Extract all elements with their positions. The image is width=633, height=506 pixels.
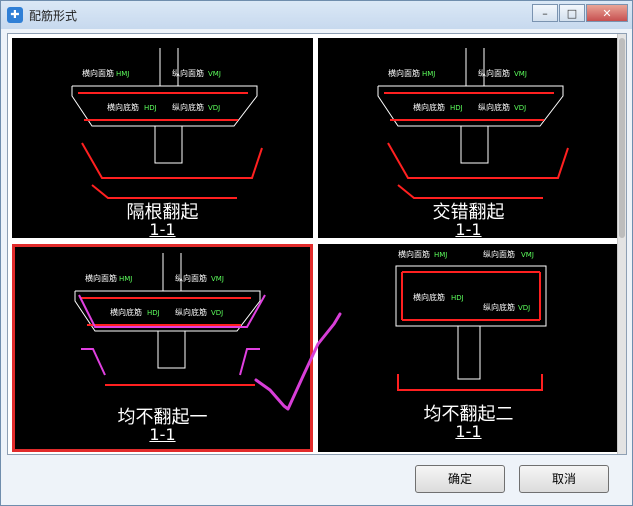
label-h-bot: 横向底筋 [413, 102, 445, 112]
label-h-top: 横向面筋 [82, 68, 114, 78]
ok-button[interactable]: 确定 [415, 465, 505, 493]
cancel-button[interactable]: 取消 [519, 465, 609, 493]
option-panel-1[interactable]: 横向面筋 纵向面筋 横向底筋 纵向底筋 HMJ VMJ HDJ VDJ 隔根翻起… [12, 38, 313, 239]
rebar-diagram-3: 横向面筋 纵向面筋 横向底筋 纵向底筋 HMJ VMJ HDJ VDJ [74, 253, 266, 386]
maximize-button[interactable]: □ [559, 4, 585, 22]
code-hmj: HMJ [434, 251, 447, 259]
code-vdj: VDJ [518, 304, 530, 312]
rebar-diagram-2: 横向面筋 纵向面筋 横向底筋 纵向底筋 HMJ VMJ HDJ VDJ [377, 48, 569, 199]
code-vmj: VMJ [521, 251, 534, 259]
label-v-bot: 纵向底筋 [478, 102, 510, 112]
section-label: 1-1 [455, 422, 482, 441]
code-vmj: VMJ [208, 70, 221, 78]
label-h-bot: 横向底筋 [107, 102, 139, 112]
option-panel-3[interactable]: 横向面筋 纵向面筋 横向底筋 纵向底筋 HMJ VMJ HDJ VDJ 均不翻起… [12, 244, 313, 452]
code-vmj: VMJ [514, 70, 527, 78]
option-panel-4[interactable]: 横向面筋 纵向面筋 横向底筋 纵向底筋 HMJ VMJ HDJ VDJ 均不翻起… [318, 244, 619, 452]
code-hdj: HDJ [450, 104, 463, 112]
code-hdj: HDJ [144, 104, 157, 112]
section-label: 1-1 [149, 425, 176, 444]
panel-caption: 均不翻起二 [423, 404, 514, 425]
code-hdj: HDJ [451, 294, 464, 302]
option-panel-2[interactable]: 横向面筋 纵向面筋 横向底筋 纵向底筋 HMJ VMJ HDJ VDJ 交错翻起… [318, 38, 619, 239]
rebar-diagram-1: 横向面筋 纵向面筋 横向底筋 纵向底筋 HMJ VMJ HDJ VDJ [71, 48, 263, 199]
label-h-top: 横向面筋 [398, 249, 430, 259]
panel-caption: 均不翻起一 [117, 407, 208, 428]
label-h-bot: 横向底筋 [413, 292, 445, 302]
label-v-top: 纵向面筋 [172, 68, 204, 78]
panel-caption: 隔根翻起 [126, 202, 199, 223]
code-vdj: VDJ [211, 309, 223, 317]
label-h-bot: 横向底筋 [110, 307, 142, 317]
vertical-scrollbar[interactable] [617, 34, 626, 454]
label-v-top: 纵向面筋 [175, 273, 207, 283]
label-v-top: 纵向面筋 [483, 249, 515, 259]
label-v-bot: 纵向底筋 [483, 302, 515, 312]
close-button[interactable]: ✕ [586, 4, 628, 22]
panel-caption: 交错翻起 [432, 202, 505, 223]
rebar-diagram-4: 横向面筋 纵向面筋 横向底筋 纵向底筋 HMJ VMJ HDJ VDJ [395, 249, 547, 391]
window-title: 配筋形式 [29, 9, 78, 23]
section-label: 1-1 [455, 220, 482, 239]
label-v-top: 纵向面筋 [478, 68, 510, 78]
label-h-top: 横向面筋 [388, 68, 420, 78]
title-bar[interactable]: ✚ 配筋形式 – □ ✕ [1, 1, 632, 29]
app-icon: ✚ [7, 7, 23, 23]
section-label: 1-1 [149, 220, 176, 239]
scrollbar-thumb[interactable] [619, 38, 625, 238]
code-vdj: VDJ [514, 104, 526, 112]
code-hdj: HDJ [147, 309, 160, 317]
code-hmj: HMJ [422, 70, 435, 78]
label-h-top: 横向面筋 [85, 273, 117, 283]
code-hmj: HMJ [119, 275, 132, 283]
option-gallery: 横向面筋 纵向面筋 横向底筋 纵向底筋 HMJ VMJ HDJ VDJ 隔根翻起… [7, 33, 627, 455]
minimize-button[interactable]: – [532, 4, 558, 22]
label-v-bot: 纵向底筋 [175, 307, 207, 317]
code-vmj: VMJ [211, 275, 224, 283]
code-hmj: HMJ [116, 70, 129, 78]
code-vdj: VDJ [208, 104, 220, 112]
label-v-bot: 纵向底筋 [172, 102, 204, 112]
